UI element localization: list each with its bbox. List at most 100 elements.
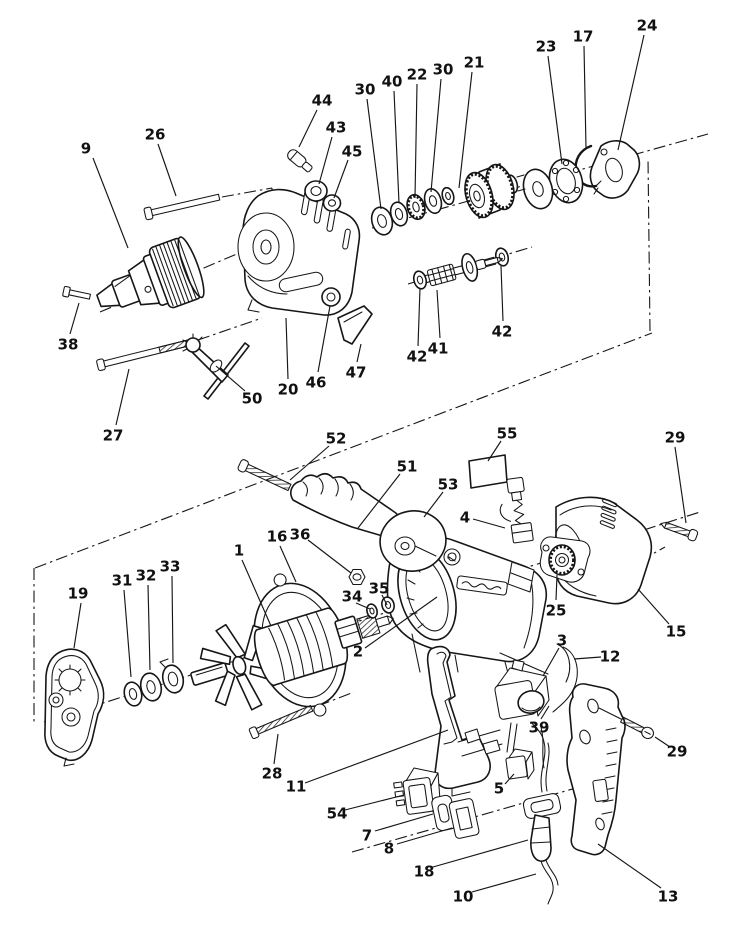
part-21-washer-disc [522,168,554,210]
part-19-end-cap [44,648,105,767]
part-38-screw [62,285,91,300]
part-label-5: 5 [494,779,504,797]
part-30-washer-a [370,206,394,236]
part-label-10: 10 [453,887,474,905]
part-label-42: 42 [492,322,513,340]
part-8-frame [448,798,480,839]
leader-line-29 [674,446,687,524]
part-31-washer [123,681,143,707]
part-label-34: 34 [342,587,363,605]
upper-assembly [62,140,641,400]
part-53-disc [379,510,447,572]
part-label-16: 16 [267,527,288,545]
leader-line-16 [279,545,297,583]
leader-line-7 [374,813,434,832]
part-label-2: 2 [353,642,363,660]
leader-line-29 [654,736,671,748]
part-label-18: 18 [414,862,435,880]
leader-line-3 [542,647,560,677]
leader-line-46 [317,305,331,373]
part-label-28: 28 [262,764,283,782]
part-11-handle-frame [426,645,503,797]
part-label-40: 40 [382,72,403,90]
part-label-25: 25 [546,601,567,619]
leader-line-5 [504,773,515,785]
part-label-41: 41 [428,339,449,357]
leader-line-8 [396,827,453,845]
leader-line-15 [637,588,670,625]
part-label-17: 17 [573,27,594,45]
part-label-30: 30 [433,60,454,78]
brand-badge [456,575,508,596]
part-2-motor-housing [386,534,548,689]
part-30-washer-b [423,187,443,215]
leader-line-26 [157,143,177,197]
leader-line-28 [273,733,279,765]
leader-line-27 [115,368,130,426]
leader-line-4 [472,518,506,529]
part-28-screw [248,704,314,740]
part-label-47: 47 [346,363,367,381]
part-label-50: 50 [242,389,263,407]
part-label-33: 33 [160,557,181,575]
part-label-30: 30 [355,80,376,98]
part-label-29: 29 [665,428,686,446]
part-36-nut [348,568,366,586]
part-label-3: 3 [557,631,567,649]
leader-line-30 [366,98,382,210]
leader-line-2 [364,596,438,649]
part-label-36: 36 [290,525,311,543]
leader-line-23 [547,55,563,165]
part-label-51: 51 [397,457,418,475]
part-label-31: 31 [112,571,133,589]
leader-line-30 [430,78,442,193]
leader-line-33 [171,575,174,664]
leader-line-19 [73,602,82,649]
leader-line-45 [333,159,349,199]
part-label-19: 19 [68,584,89,602]
leader-line-51 [357,473,401,529]
leader-line-34 [355,602,371,610]
leader-line-31 [123,589,132,678]
part-label-53: 53 [438,475,459,493]
leader-lines [69,34,687,893]
part-label-21: 21 [464,53,485,71]
leader-line-13 [597,843,662,889]
part-label-15: 15 [666,622,687,640]
leader-line-50 [215,365,246,392]
part-27-screw [96,338,194,372]
part-label-35: 35 [369,579,390,597]
leader-line-9 [92,157,129,249]
part-spacer [441,186,455,206]
leader-line-41 [436,289,441,339]
leader-line-40 [393,90,400,204]
leader-line-21 [458,71,473,189]
part-label-45: 45 [342,142,363,160]
part-label-13: 13 [658,887,679,905]
part-label-26: 26 [145,125,166,143]
part-42-washer-right [494,247,510,267]
leader-line-52 [289,445,330,481]
leader-line-39 [540,705,550,720]
part-20-gear-case [237,188,361,316]
part-10-cord [540,859,559,905]
part-label-44: 44 [312,91,333,109]
part-label-8: 8 [384,839,394,857]
part-29-screw-top [660,521,699,542]
part-44-pin [287,149,313,173]
part-label-32: 32 [136,566,157,584]
part-52-screw [237,459,292,492]
part-label-22: 22 [407,65,428,83]
part-39-trigger-button [517,690,545,714]
part-label-55: 55 [497,424,518,442]
part-32-washer [139,672,163,702]
leader-line-55 [487,440,502,462]
part-50-chuck-key [182,333,250,400]
part-4-brush [499,476,534,544]
leader-line-35 [381,594,388,606]
part-label-23: 23 [536,37,557,55]
part-45-ring [322,194,342,212]
part-label-20: 20 [278,380,299,398]
part-label-43: 43 [326,118,347,136]
